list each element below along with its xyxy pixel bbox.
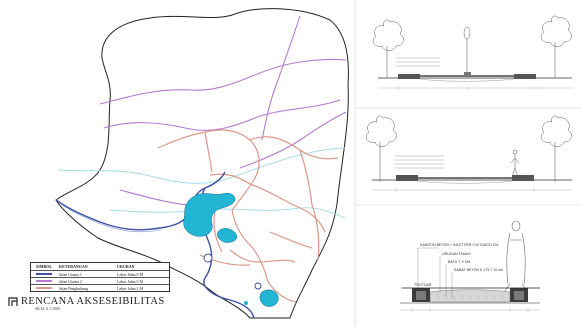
section-note-1: KANSTIN BETON + INLET PER 2 M' DIAGO CM — [420, 243, 498, 247]
road-section-2 — [365, 115, 572, 192]
main-roads-2 — [99, 15, 347, 207]
river — [57, 147, 346, 184]
legend-swatch-connector-road — [36, 287, 52, 289]
drawing-title-block: RENCANA AKSESEIBILITAS SKALA 1:5000 — [8, 296, 165, 311]
lamp-post — [463, 26, 471, 76]
legend-swatch-main-road-2 — [36, 280, 52, 282]
legend-header-description: KETERANGAN — [59, 264, 88, 269]
legend-header-symbol: SIMBOL — [35, 264, 52, 269]
lake-small — [217, 228, 238, 243]
section-note-4: RABAT BETON K 175 T 10 cm — [454, 268, 503, 272]
legend-row: Jalan Utama 1 Lebar Jalan 8 M — [31, 270, 169, 277]
legend-row-size: Lebar Jalan 8 M — [117, 271, 144, 277]
pedestrian-detail — [503, 220, 529, 293]
road-body — [429, 289, 511, 303]
section-note-2: URUGAN TANAH — [442, 252, 471, 256]
architect-logo-icon — [8, 297, 18, 306]
lake-south — [259, 289, 279, 307]
drawing-scale: SKALA 1:5000 — [35, 306, 61, 311]
legend-table: SIMBOL KETERANGAN UKURAN Jalan Utama 1 L… — [30, 262, 170, 292]
section-note-3: BATU 7 X CM — [448, 260, 470, 264]
tree-left-2 — [365, 115, 397, 182]
legend-row-name: Jalan Penghubung — [59, 285, 89, 291]
legend-swatch-main-road-1 — [36, 273, 52, 275]
tree-right-2 — [540, 115, 572, 182]
tree-right — [540, 15, 572, 78]
legend-row-name: Jalan Utama 2 — [59, 278, 82, 284]
pedestrian-figure — [510, 149, 520, 178]
road-section-1 — [372, 15, 572, 90]
legend-row-size: Lebar Jalan 6 M — [117, 278, 144, 284]
tree-left — [372, 19, 404, 78]
trotoar-label: TROTOAR — [414, 283, 432, 287]
drawing-title: RENCANA AKSESEIBILITAS — [21, 296, 165, 307]
legend-row-name: Jalan Utama 1 — [59, 271, 82, 277]
site-map — [55, 8, 349, 319]
legend-header-size: UKURAN — [117, 264, 135, 269]
legend-row: Jalan Penghubung Lebar Jalan 2 M — [31, 284, 169, 291]
road-section-detail: KANSTIN BETON + INLET PER 2 M' DIAGO CM … — [400, 220, 540, 312]
site-boundary — [55, 8, 349, 319]
connector-roads — [157, 129, 339, 303]
river-branch — [109, 207, 346, 219]
legend-header: SIMBOL KETERANGAN UKURAN — [31, 263, 169, 270]
legend-row: Jalan Utama 2 Lebar Jalan 6 M — [31, 277, 169, 284]
lake-main — [183, 193, 236, 237]
legend-row-size: Lebar Jalan 2 M — [117, 285, 144, 291]
